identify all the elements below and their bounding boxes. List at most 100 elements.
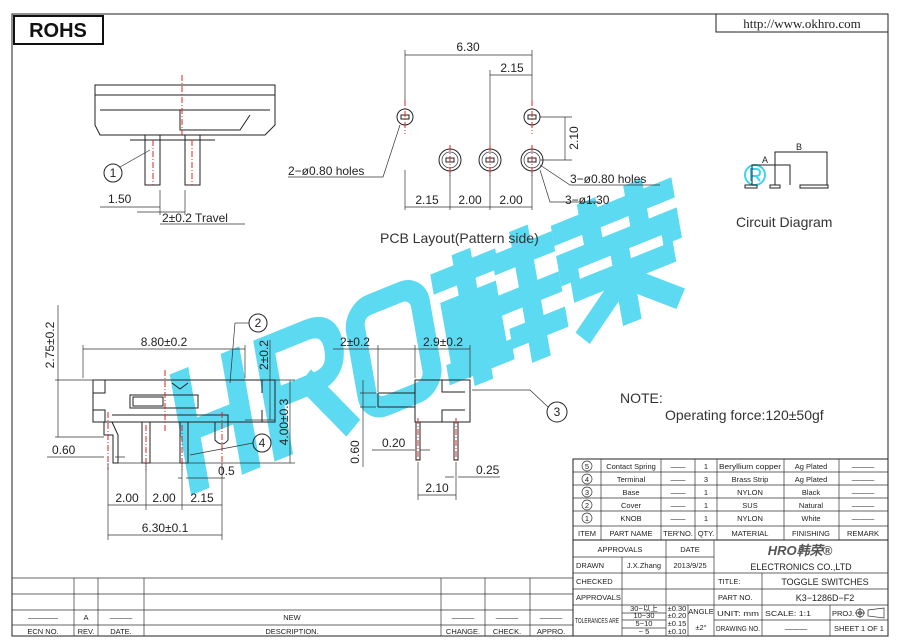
svg-text:DATE.: DATE. <box>110 627 132 636</box>
svg-text:4.00±0.3: 4.00±0.3 <box>277 398 291 445</box>
svg-text:———: ——— <box>540 613 563 622</box>
svg-text:UNIT: mm: UNIT: mm <box>717 609 759 618</box>
part-number: K3−1286D−F2 <box>796 593 855 603</box>
svg-text:NEW: NEW <box>283 613 301 622</box>
bom-cell-qty: 1 <box>704 462 708 471</box>
svg-text:2.15: 2.15 <box>415 193 439 207</box>
bom-cell-finishing: Black <box>802 488 821 497</box>
watermark-char-han <box>430 224 569 387</box>
svg-text:~ 5: ~ 5 <box>639 627 650 636</box>
svg-text:APPROVALS: APPROVALS <box>598 545 643 554</box>
bom-cell-material: NYLON <box>737 514 763 523</box>
svg-text:30~以上: 30~以上 <box>630 604 658 613</box>
bom-cell-ter: —— <box>671 475 687 484</box>
svg-text:3−ø1.30: 3−ø1.30 <box>565 193 610 207</box>
svg-text:2−ø0.80 holes: 2−ø0.80 holes <box>288 164 364 178</box>
drawing-frame <box>11 13 889 637</box>
svg-text:0.25: 0.25 <box>476 463 500 477</box>
bom-cell-qty: 1 <box>704 501 708 510</box>
svg-text:CHECKED: CHECKED <box>576 577 613 586</box>
bom-cell-remark: ——— <box>852 514 875 523</box>
rohs-label: ROHS <box>29 20 87 42</box>
item-balloon <box>581 486 593 498</box>
bom-cell-ter: —— <box>671 488 687 497</box>
bom-cell-qty: 3 <box>704 475 708 484</box>
svg-text:2.00: 2.00 <box>152 491 176 505</box>
svg-text:PART NAME: PART NAME <box>610 529 653 538</box>
balloon-3: 3 <box>554 405 561 419</box>
bom-cell-material: Brass Strip <box>732 475 769 484</box>
bom-cell-material: Beryllium copper <box>719 462 782 471</box>
pcb-holes <box>396 100 544 176</box>
bom-cell-remark: ——— <box>852 462 875 471</box>
svg-text:2.9±0.2: 2.9±0.2 <box>423 335 463 349</box>
svg-text:6.30±0.1: 6.30±0.1 <box>142 521 189 535</box>
bom-cell-material: NYLON <box>737 488 763 497</box>
svg-text:———: ——— <box>452 613 475 622</box>
balloon-2: 2 <box>255 316 262 330</box>
note-title: NOTE: <box>620 390 663 406</box>
bom-header-row: ITEM PART NAME TER'NO. QTY. MATERIAL FIN… <box>578 529 879 538</box>
svg-text:2.00: 2.00 <box>499 193 523 207</box>
svg-text:A: A <box>83 613 88 622</box>
svg-text:0.60: 0.60 <box>348 440 362 464</box>
item-balloon <box>581 473 593 485</box>
svg-text:APPROVALS: APPROVALS <box>576 593 621 602</box>
bom-cell-part: Base <box>622 488 639 497</box>
pcb-layout-title: PCB Layout(Pattern side) <box>380 230 539 246</box>
company-logo: HRO韩荣® <box>768 543 833 558</box>
bom-cell-item: 3 <box>585 488 589 497</box>
bom-cell-part: Cover <box>621 501 642 510</box>
svg-text:2±0.2 Travel: 2±0.2 Travel <box>162 211 228 225</box>
website-url[interactable]: http://www.okhro.com <box>743 16 861 31</box>
svg-text:1.50: 1.50 <box>108 192 132 206</box>
svg-text:2013/9/25: 2013/9/25 <box>673 561 706 570</box>
svg-text:DRAWING NO.: DRAWING NO. <box>716 624 760 633</box>
svg-text:±2°: ±2° <box>695 623 706 632</box>
side-view: 2±0.2 2.9±0.2 0.60 0.20 0.25 2.10 3 <box>333 335 568 500</box>
revision-table: ———— A ——— NEW ——— ——— ——— ECN NO. REV. … <box>12 577 573 636</box>
item-balloon <box>581 499 593 511</box>
bom-cell-qty: 1 <box>704 514 708 523</box>
svg-text:DRAWN: DRAWN <box>576 561 604 570</box>
svg-text:CHECK.: CHECK. <box>493 627 521 636</box>
svg-text:2±0.2: 2±0.2 <box>340 335 370 349</box>
watermark-letter-o <box>345 280 442 418</box>
bom-cell-finishing: White <box>801 514 820 523</box>
svg-text:6.30: 6.30 <box>456 40 480 54</box>
svg-text:MATERIAL: MATERIAL <box>732 529 769 538</box>
svg-text:2.75±0.2: 2.75±0.2 <box>43 321 57 368</box>
svg-text:APPRO.: APPRO. <box>537 627 565 636</box>
drawing-title: TOGGLE SWITCHES <box>781 577 868 587</box>
svg-text:±0.15: ±0.15 <box>668 619 687 628</box>
svg-text:8.80±0.2: 8.80±0.2 <box>141 335 188 349</box>
bom-cell-material: SUS <box>742 501 757 510</box>
bom-cell-item: 1 <box>585 514 589 523</box>
bom-cell-ter: —— <box>671 501 687 510</box>
svg-text:B: B <box>796 142 802 152</box>
svg-text:A: A <box>762 155 768 165</box>
svg-text:FINISHING: FINISHING <box>792 529 830 538</box>
svg-text:2±0.2: 2±0.2 <box>257 340 271 370</box>
watermark-letter-r <box>253 316 361 462</box>
svg-text:10~30: 10~30 <box>633 611 654 620</box>
svg-text:2.00: 2.00 <box>458 193 482 207</box>
svg-text:QTY.: QTY. <box>698 529 715 538</box>
balloon-1: 1 <box>110 166 117 180</box>
title-block: APPROVALS DATE DRAWN J.X.Zhang 2013/9/25… <box>572 539 889 637</box>
svg-text:ITEM: ITEM <box>578 529 596 538</box>
bom-cell-ter: —— <box>671 514 687 523</box>
svg-text:±0.10: ±0.10 <box>668 627 687 636</box>
svg-text:±0.30: ±0.30 <box>668 604 687 613</box>
svg-text:————: ———— <box>28 613 59 622</box>
bom-cell-remark: ——— <box>852 488 875 497</box>
rohs-box <box>13 15 104 45</box>
pcb-layout-view: 6.30 2.15 2.10 2.15 2.00 2.00 2−ø0.80 ho… <box>288 40 660 246</box>
watermark-char-rong <box>550 177 685 344</box>
svg-text:———: ——— <box>785 624 808 633</box>
hro-watermark-logo <box>169 177 685 496</box>
svg-text:0.20: 0.20 <box>382 436 406 450</box>
